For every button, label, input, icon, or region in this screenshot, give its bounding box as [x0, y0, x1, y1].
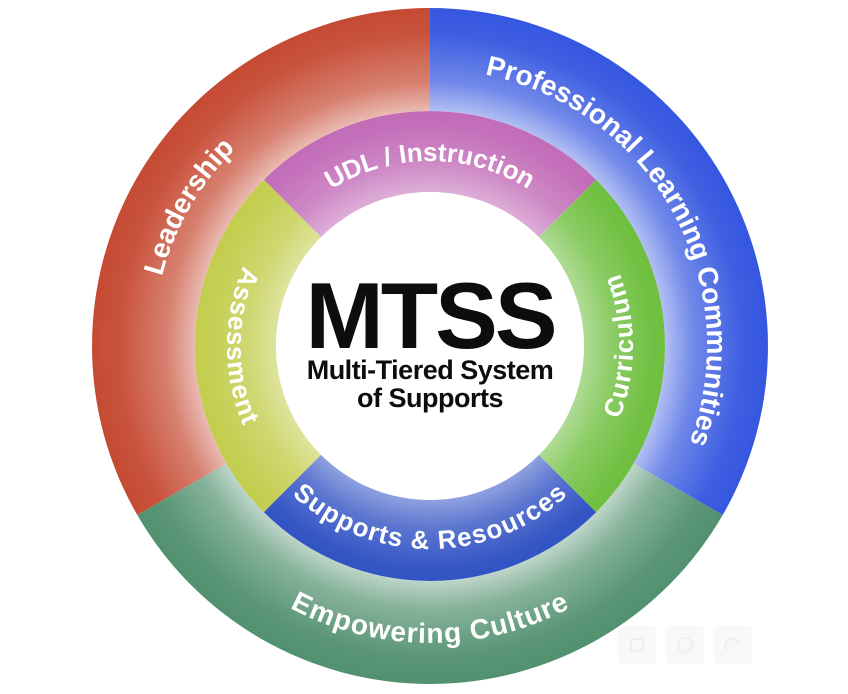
circle-icon [677, 637, 693, 653]
square-icon [630, 638, 644, 652]
arrow-icon [724, 637, 740, 651]
center-text: MTSS Multi-Tiered System of Supports [305, 263, 557, 413]
overlay-button-1[interactable] [618, 626, 656, 664]
center-title: MTSS [305, 263, 554, 368]
center-circle [276, 192, 584, 500]
corner-toolbar [618, 626, 752, 664]
ring-shading [92, 8, 768, 684]
overlay-button-3[interactable] [714, 626, 752, 664]
center-subtitle-line2: of Supports [357, 383, 503, 413]
center-subtitle-line1: Multi-Tiered System [307, 355, 554, 385]
overlay-button-2[interactable] [666, 626, 704, 664]
